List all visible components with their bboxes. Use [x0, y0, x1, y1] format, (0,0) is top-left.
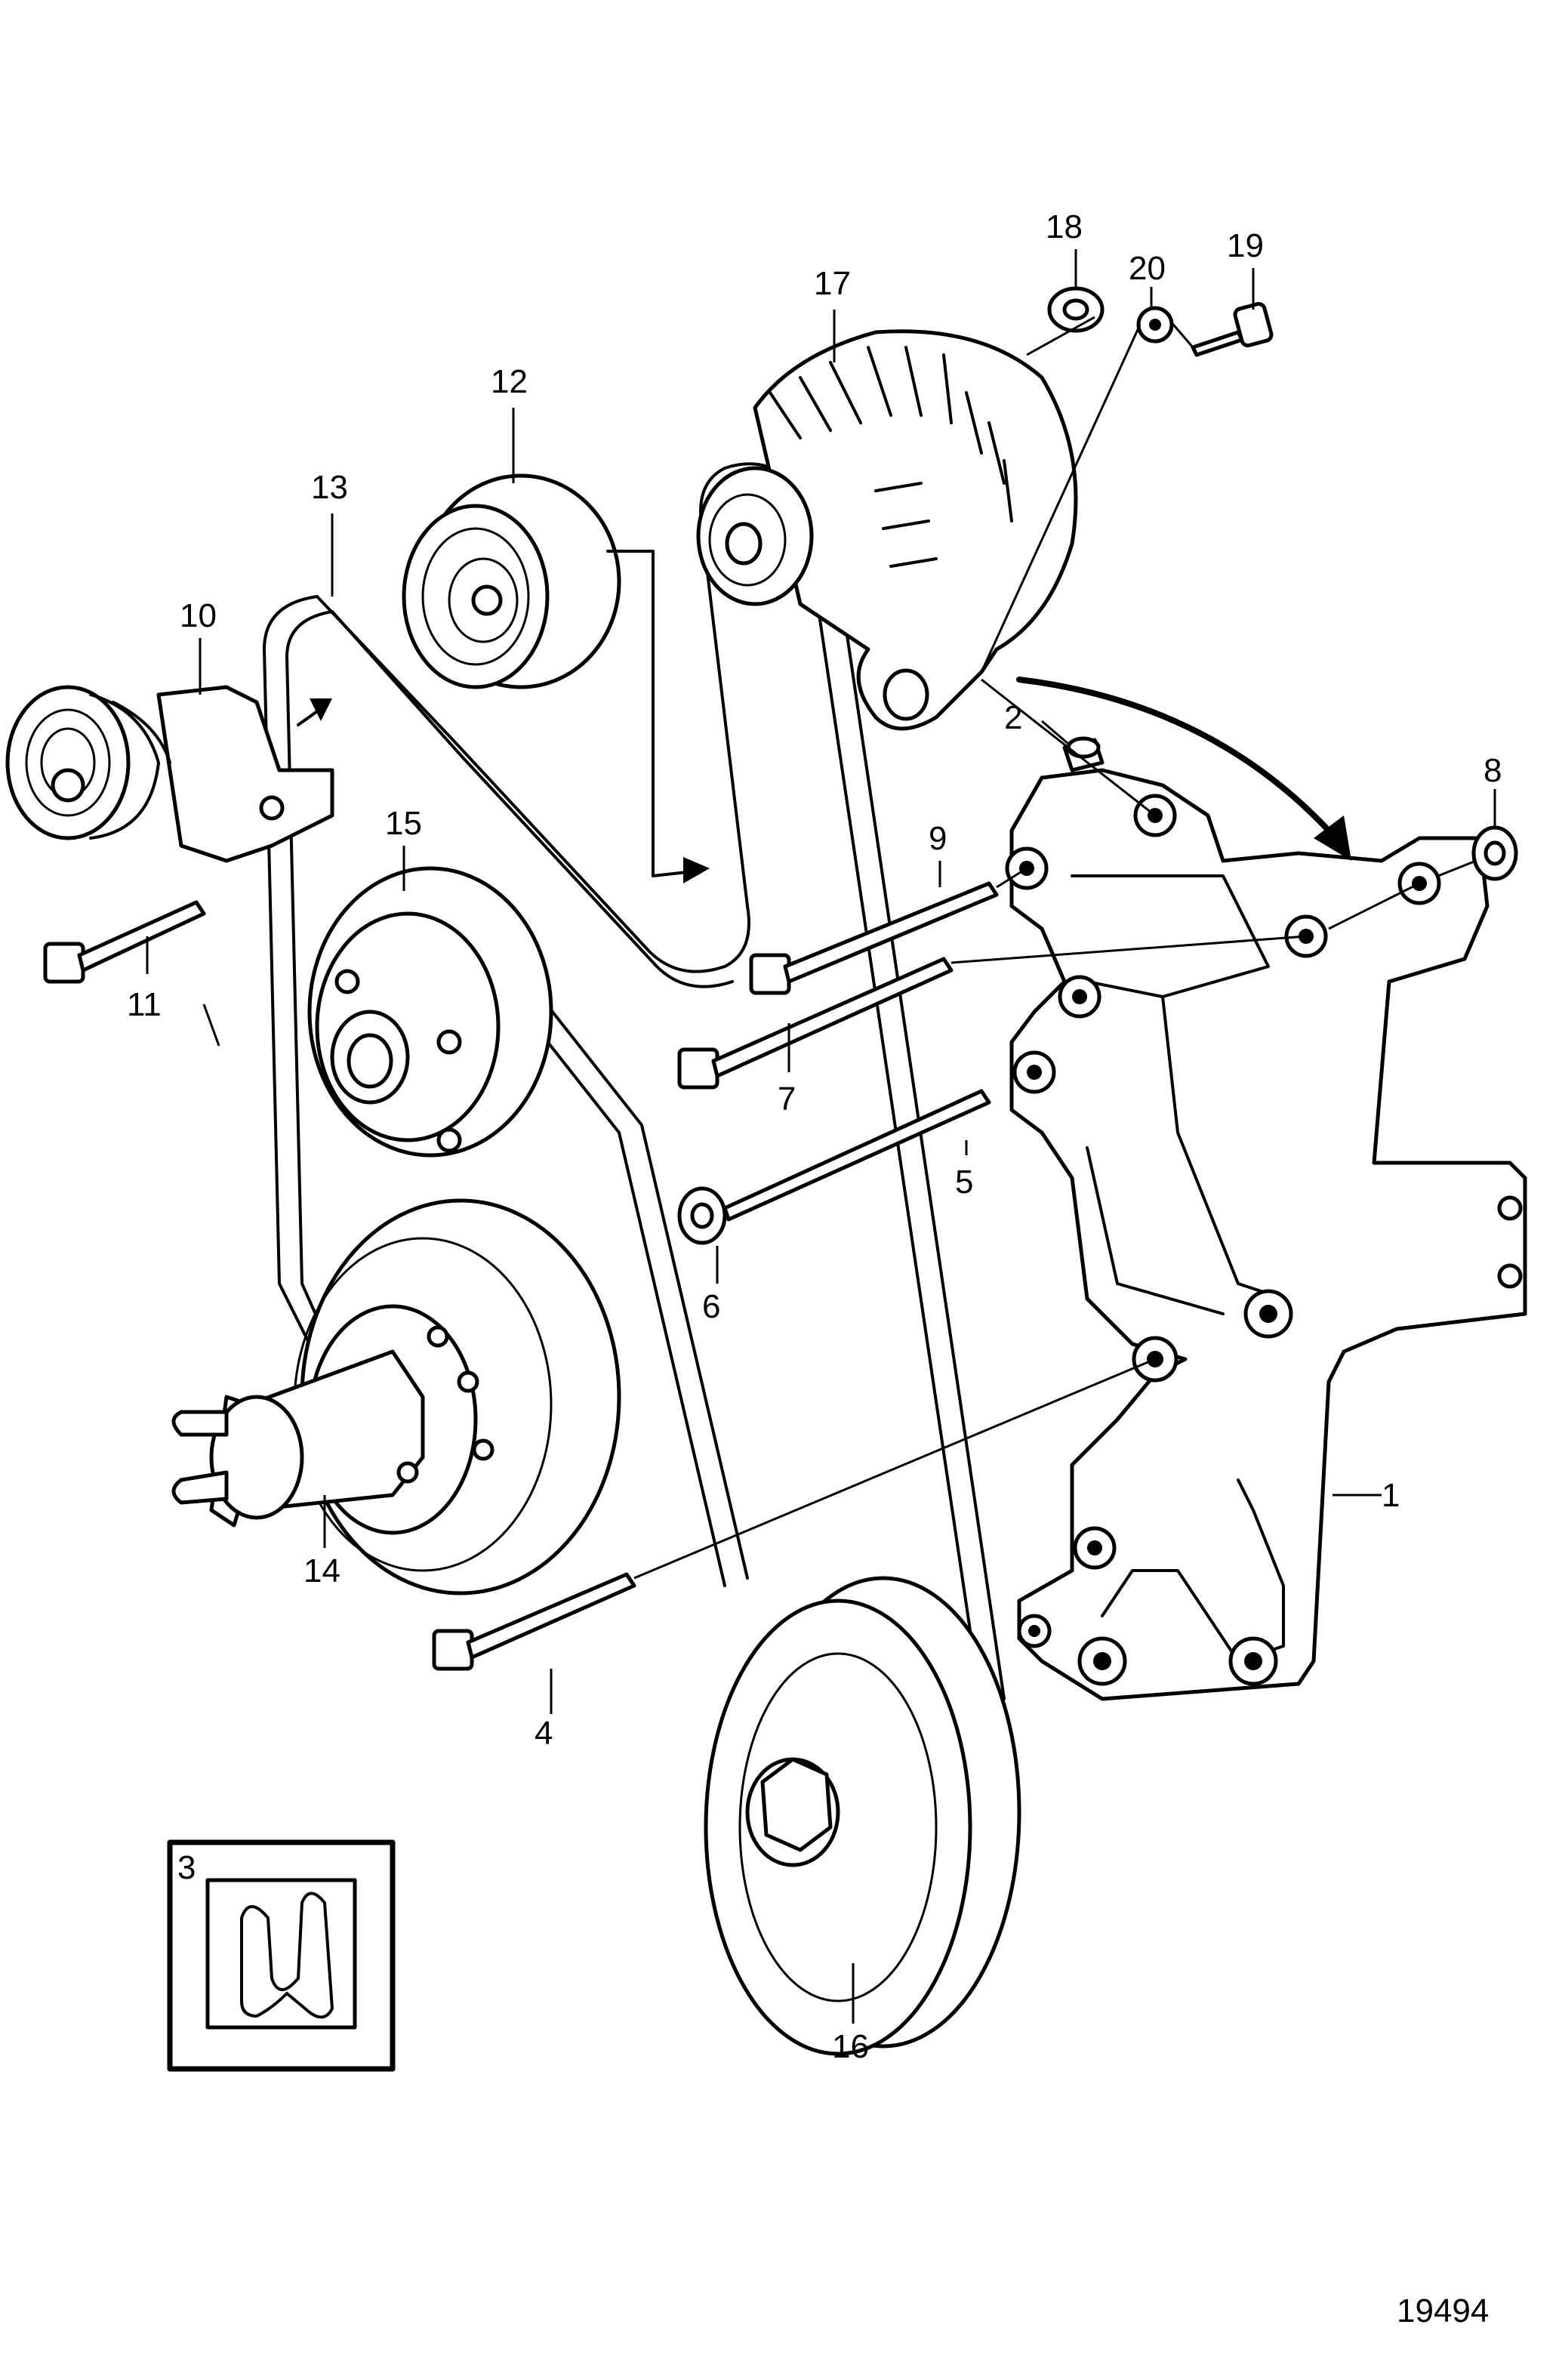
callout-17: 17: [814, 265, 851, 302]
bolt-4: [432, 1572, 636, 1671]
callout-15: 15: [385, 805, 422, 842]
nut-18: [1047, 286, 1105, 333]
callout-14: 14: [303, 1552, 340, 1589]
callout-9: 9: [929, 820, 947, 857]
bolt-7: [677, 957, 954, 1090]
spacer-sleeve: [1062, 736, 1105, 772]
callout-7: 7: [778, 1081, 796, 1118]
callout-10: 10: [180, 597, 217, 634]
direction-arrows: [297, 550, 1351, 883]
lock-washer-20: [1136, 306, 1174, 344]
assembly-guide-lines: [633, 316, 1477, 1580]
callout-13: 13: [311, 469, 348, 506]
callout-5: 5: [955, 1164, 973, 1201]
stud-5: [723, 1089, 991, 1222]
idler-pulley: [402, 473, 621, 689]
callout-3: 3: [177, 1849, 196, 1886]
callout-18: 18: [1046, 208, 1083, 245]
callout-labels: 1 2 3 4 5 6 7 8 9 10 11 12 13 14 15 16 1…: [127, 208, 1502, 2065]
bolt-11: [43, 900, 206, 984]
mounting-bracket: [1005, 768, 1527, 1701]
water-pump-pulley: [307, 866, 553, 1158]
seawater-pump: [171, 1198, 621, 1595]
bolt-9: [749, 881, 999, 995]
drawing-number: 19494: [1397, 2292, 1489, 2329]
callout-16: 16: [832, 2028, 869, 2065]
alternator: [696, 329, 1078, 731]
callout-20: 20: [1129, 250, 1166, 287]
crankshaft-pulley: [704, 1576, 1021, 2056]
belt-tensioner: [5, 685, 334, 863]
flange-nut-6: [677, 1186, 727, 1245]
callout-12: 12: [491, 363, 528, 400]
callout-2: 2: [1004, 699, 1022, 736]
belt-routing-inset: [167, 1839, 396, 2072]
nut-8: [1471, 825, 1518, 881]
callout-8: 8: [1484, 752, 1502, 789]
callout-leaders: [146, 249, 1496, 2024]
callout-6: 6: [702, 1288, 720, 1325]
callout-19: 19: [1227, 227, 1264, 264]
callout-11: 11: [127, 986, 162, 1023]
callout-4: 4: [535, 1715, 553, 1752]
callout-1: 1: [1382, 1477, 1400, 1514]
bolt-19: [1191, 301, 1274, 357]
